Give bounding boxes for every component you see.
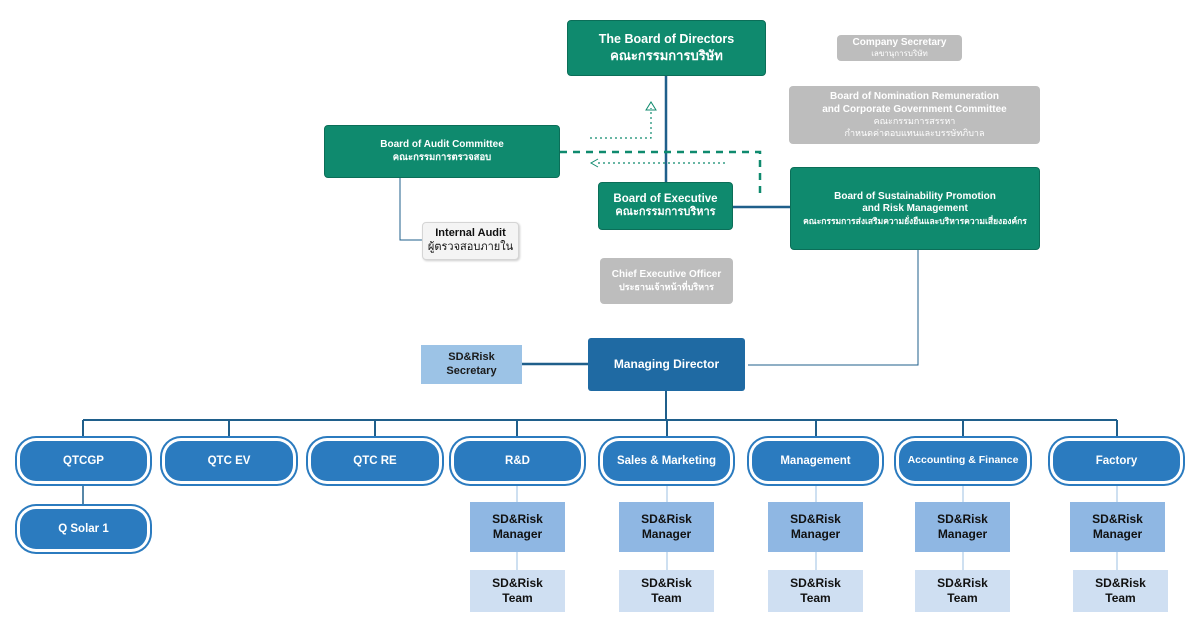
dept-qtcgp-label: QTCGP xyxy=(63,454,104,467)
sd-risk-team-factory: SD&Risk Team xyxy=(1073,570,1168,612)
sd-risk-manager-line2: Manager xyxy=(492,527,543,541)
sd-risk-team-line1: SD&Risk xyxy=(641,576,692,590)
dept-qtcgp: QTCGP xyxy=(20,441,147,481)
dept-accounting-finance: Accounting & Finance xyxy=(899,441,1027,481)
dept-qtc-ev-label: QTC EV xyxy=(207,454,251,467)
nomination-committee-line2: and Corporate Government Committee xyxy=(822,103,1007,115)
sd-risk-team-rnd: SD&Risk Team xyxy=(470,570,565,612)
sd-risk-manager-line2: Manager xyxy=(937,527,988,541)
sustainability-board-line2: and Risk Management xyxy=(862,203,968,215)
sd-risk-manager-line1: SD&Risk xyxy=(937,512,988,526)
sd-risk-manager-line2: Manager xyxy=(641,527,692,541)
dept-qtc-re: QTC RE xyxy=(311,441,439,481)
ceo-box: Chief Executive Officer ประธานเจ้าหน้าที… xyxy=(600,258,733,304)
sd-risk-manager-line1: SD&Risk xyxy=(492,512,543,526)
sd-risk-team-line2: Team xyxy=(1105,591,1136,605)
sd-risk-team-line2: Team xyxy=(947,591,978,605)
internal-audit-box: Internal Audit ผู้ตรวจสอบภายใน xyxy=(422,222,519,260)
sd-risk-secretary-line1: SD&Risk xyxy=(448,350,495,363)
sustainability-board-box: Board of Sustainability Promotion and Ri… xyxy=(790,167,1040,250)
sd-risk-team-line2: Team xyxy=(800,591,831,605)
sd-risk-team-management: SD&Risk Team xyxy=(768,570,863,612)
dept-factory: Factory xyxy=(1053,441,1180,481)
dept-qtc-re-label: QTC RE xyxy=(353,454,397,467)
board-of-executive-thai-label: คณะกรรมการบริหาร xyxy=(615,206,716,219)
dept-sales-marketing: Sales & Marketing xyxy=(603,441,730,481)
internal-audit-label: Internal Audit xyxy=(435,227,506,240)
sd-risk-manager-management: SD&Risk Manager xyxy=(768,502,863,552)
sd-risk-manager-line2: Manager xyxy=(790,527,841,541)
sd-risk-manager-accounting: SD&Risk Manager xyxy=(915,502,1010,552)
dept-management: Management xyxy=(752,441,879,481)
managing-director-box: Managing Director xyxy=(588,338,745,391)
audit-committee-thai-label: คณะกรรมการตรวจสอบ xyxy=(392,151,492,163)
dept-rnd: R&D xyxy=(454,441,581,481)
sd-risk-manager-line1: SD&Risk xyxy=(1092,512,1143,526)
sd-risk-team-line2: Team xyxy=(651,591,682,605)
ceo-thai-label: ประธานเจ้าหน้าที่บริหาร xyxy=(619,281,714,292)
nomination-committee-thai-line1: คณะกรรมการสรรหา xyxy=(873,116,956,127)
board-of-executive-box: Board of Executive คณะกรรมการบริหาร xyxy=(598,182,733,230)
board-of-executive-label: Board of Executive xyxy=(613,192,718,205)
sd-risk-team-line1: SD&Risk xyxy=(1095,576,1146,590)
audit-committee-label: Board of Audit Committee xyxy=(380,139,504,151)
board-of-directors-thai-label: คณะกรรมการบริษัท xyxy=(610,47,723,63)
sd-risk-secretary-box: SD&Risk Secretary xyxy=(421,345,522,384)
company-secretary-box: Company Secretary เลขานุการบริษัท xyxy=(837,35,962,61)
dept-accounting-finance-label: Accounting & Finance xyxy=(907,454,1019,467)
sustainability-board-thai-label: คณะกรรมการส่งเสริมความยั่งยืนและบริหารคว… xyxy=(803,215,1027,226)
sd-risk-team-accounting: SD&Risk Team xyxy=(915,570,1010,612)
board-of-directors-box: The Board of Directors คณะกรรมการบริษัท xyxy=(567,20,766,76)
internal-audit-thai-label: ผู้ตรวจสอบภายใน xyxy=(427,241,514,253)
subsidiary-q-solar-1-label: Q Solar 1 xyxy=(58,522,109,535)
dept-management-label: Management xyxy=(780,454,851,467)
sd-risk-manager-sales: SD&Risk Manager xyxy=(619,502,714,552)
sd-risk-team-line1: SD&Risk xyxy=(937,576,988,590)
dept-rnd-label: R&D xyxy=(505,454,530,467)
subsidiary-q-solar-1: Q Solar 1 xyxy=(20,509,147,549)
sd-risk-manager-factory: SD&Risk Manager xyxy=(1070,502,1165,552)
dept-qtc-ev: QTC EV xyxy=(165,441,293,481)
sd-risk-manager-line1: SD&Risk xyxy=(790,512,841,526)
nomination-committee-line1: Board of Nomination Remuneration xyxy=(830,91,999,103)
nomination-committee-box: Board of Nomination Remuneration and Cor… xyxy=(789,86,1040,144)
sd-risk-team-line1: SD&Risk xyxy=(790,576,841,590)
ceo-label: Chief Executive Officer xyxy=(611,269,722,281)
sd-risk-team-line1: SD&Risk xyxy=(492,576,543,590)
company-secretary-thai-label: เลขานุการบริษัท xyxy=(871,49,928,59)
dept-sales-marketing-label: Sales & Marketing xyxy=(616,454,717,467)
sd-risk-secretary-line2: Secretary xyxy=(446,364,497,377)
audit-committee-box: Board of Audit Committee คณะกรรมการตรวจส… xyxy=(324,125,560,178)
dept-factory-label: Factory xyxy=(1095,454,1138,467)
board-of-directors-label: The Board of Directors xyxy=(598,32,735,47)
sd-risk-manager-line1: SD&Risk xyxy=(641,512,692,526)
sd-risk-team-sales: SD&Risk Team xyxy=(619,570,714,612)
sd-risk-team-line2: Team xyxy=(502,591,533,605)
sustainability-board-line1: Board of Sustainability Promotion xyxy=(834,190,996,202)
nomination-committee-thai-line2: กำหนดค่าตอบแทนและบรรษัทภิบาล xyxy=(844,127,985,138)
sd-risk-manager-line2: Manager xyxy=(1092,527,1143,541)
sd-risk-manager-rnd: SD&Risk Manager xyxy=(470,502,565,552)
company-secretary-label: Company Secretary xyxy=(852,36,947,48)
managing-director-label: Managing Director xyxy=(613,357,720,371)
